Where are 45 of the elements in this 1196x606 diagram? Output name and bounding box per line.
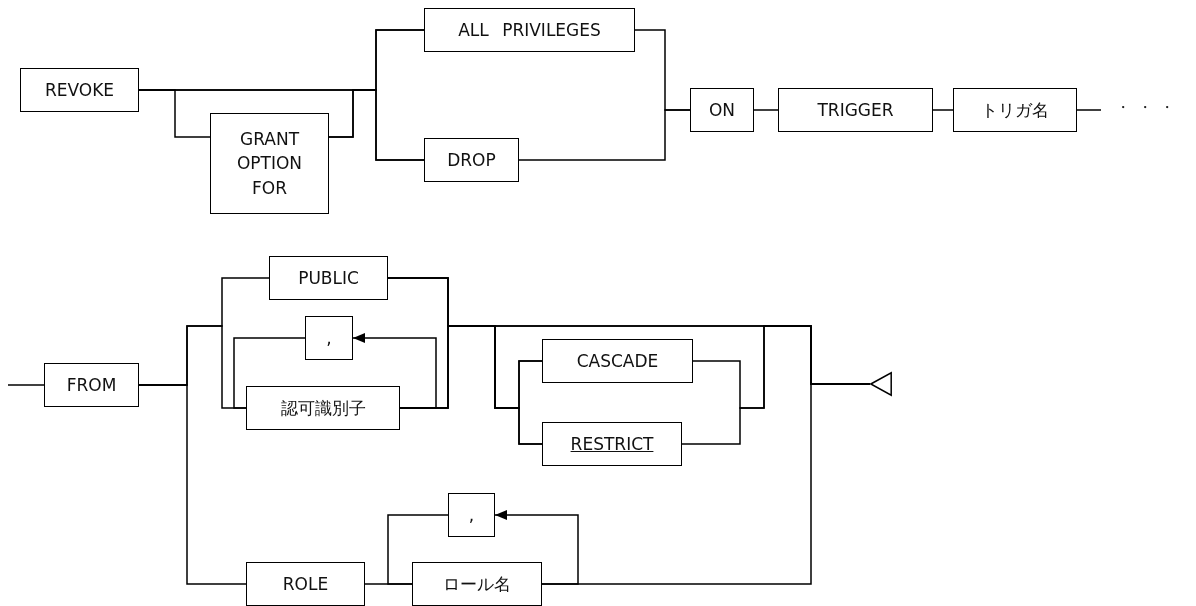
keyword-label: DROP xyxy=(447,148,496,172)
keyword-label: REVOKE xyxy=(44,78,115,102)
syntax-box xyxy=(44,363,139,407)
keyword-label: ROLE xyxy=(282,572,329,596)
keyword-label: , xyxy=(326,326,332,350)
connector-line xyxy=(753,109,779,111)
syntax-box xyxy=(412,562,542,606)
syntax-box xyxy=(448,493,495,537)
connector-line xyxy=(932,109,954,111)
keyword-label: 認可識別子 xyxy=(280,396,366,420)
keyword-label: ON xyxy=(708,98,736,122)
connector-line xyxy=(387,514,449,585)
keyword-label: TRIGGER xyxy=(817,98,894,122)
keyword-label: ALL PRIVILEGES xyxy=(458,18,601,42)
syntax-box xyxy=(20,68,139,112)
connector-line xyxy=(138,384,247,585)
connector-line xyxy=(1076,109,1102,111)
connector-line xyxy=(518,109,691,161)
syntax-box xyxy=(246,562,365,606)
syntax-box xyxy=(953,88,1077,132)
keyword-label: FROM xyxy=(66,373,117,397)
keyword-label: CASCADE xyxy=(576,349,659,373)
syntax-box xyxy=(778,88,933,132)
keyword-label: トリガ名 xyxy=(981,98,1049,122)
connector-line xyxy=(7,384,45,386)
syntax-box xyxy=(542,339,693,383)
syntax-box xyxy=(690,88,754,132)
connector-line xyxy=(328,89,425,161)
syntax-box xyxy=(424,138,519,182)
syntax-box xyxy=(269,256,388,300)
continuation-mark: ・・・ xyxy=(1116,99,1182,117)
keyword-label: ロール名 xyxy=(443,572,511,596)
connector-arrow xyxy=(494,510,579,585)
syntax-box xyxy=(210,113,329,214)
keyword-label: , xyxy=(468,503,475,527)
connector-line xyxy=(233,337,306,409)
syntax-box xyxy=(542,422,682,466)
keyword-label: PUBLIC xyxy=(298,266,359,290)
syntax-box xyxy=(246,386,400,430)
connector-arrow xyxy=(352,333,437,409)
keyword-label: RESTRICT xyxy=(570,432,654,456)
keyword-label: GRANT OPTION FOR xyxy=(235,127,304,200)
syntax-box xyxy=(305,316,353,360)
end-triangle xyxy=(870,372,892,396)
syntax-box xyxy=(424,8,635,52)
